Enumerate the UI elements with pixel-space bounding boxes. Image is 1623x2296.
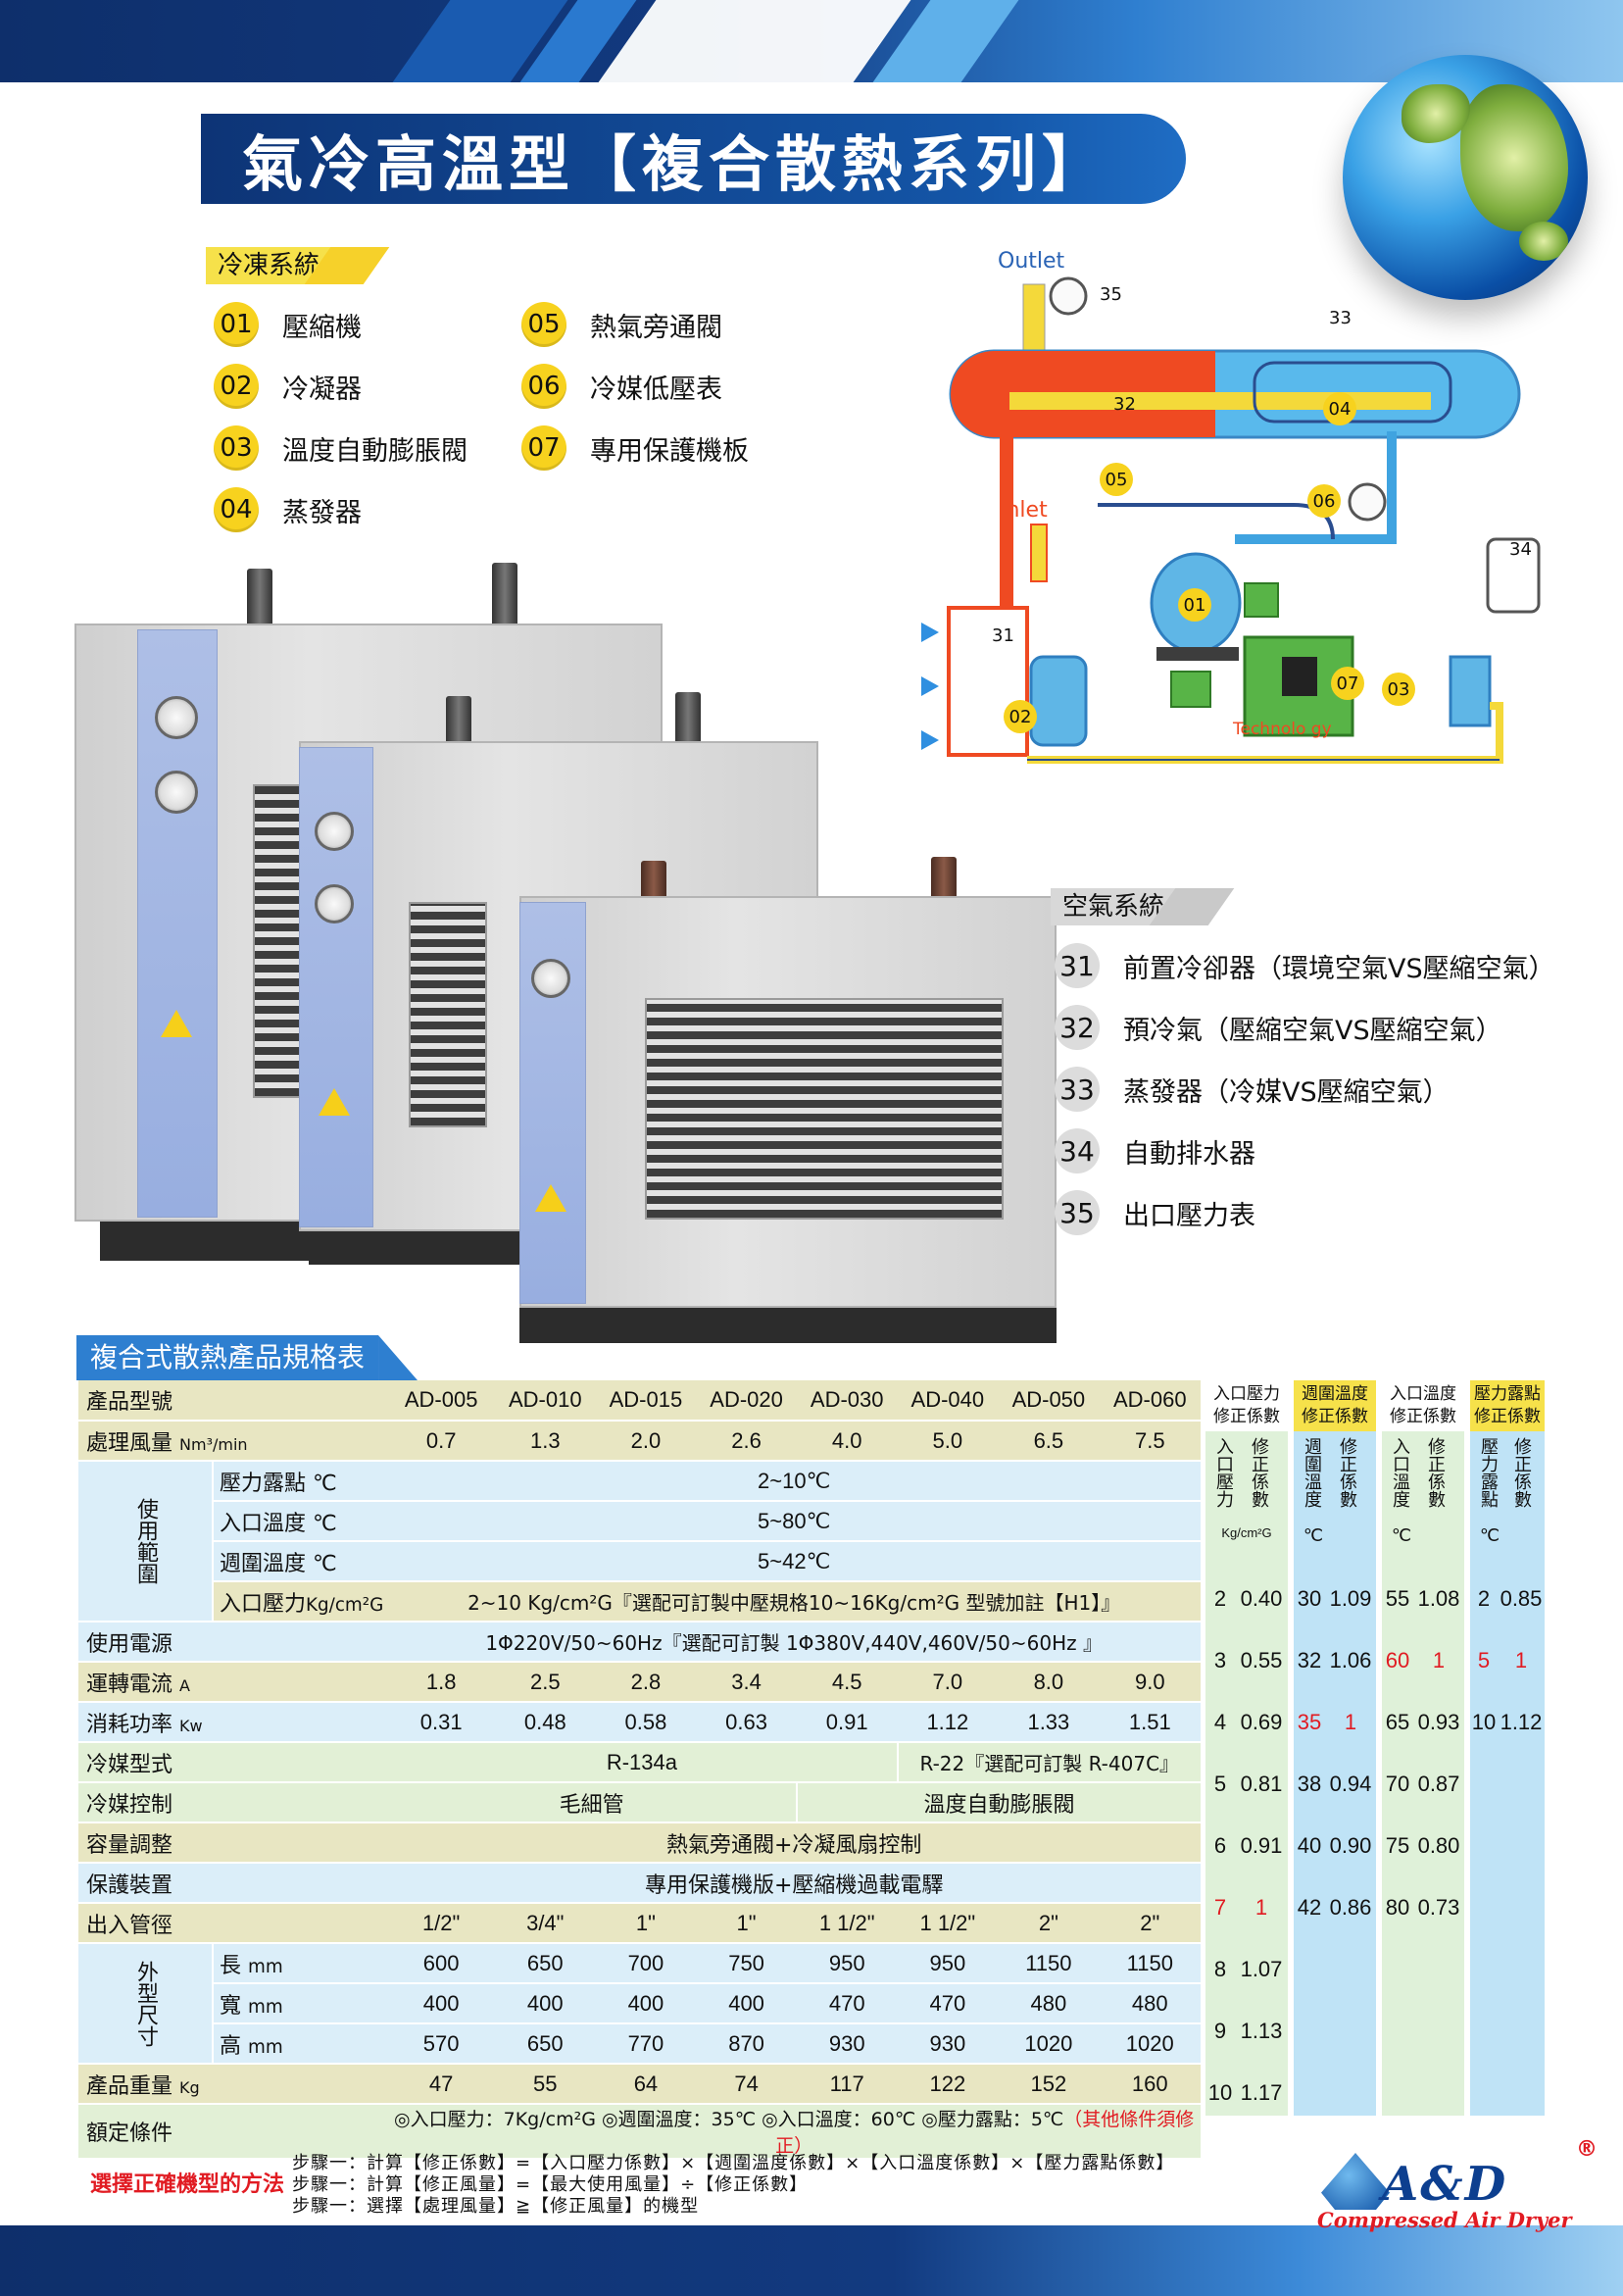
spec-table-heading: 複合式散熱產品規格表 [76,1335,418,1380]
technology-label: Technolo gy [1233,720,1332,739]
tag-34: 34 [1509,539,1532,560]
inlet-temp-correction-column: 入口溫度修正係數 入口溫度 修正係數 ℃ [1382,1380,1464,2116]
bottom-banner [0,2225,1623,2296]
page-title: 氣冷高溫型【複合散熱系列】 [242,128,1109,200]
tag-35: 35 [1100,284,1122,305]
tag-04: 04 [1323,392,1356,425]
dimension-label: 外型尺寸 [78,1943,214,2065]
use-range-label: 使用範圍 [78,1461,214,1622]
brand-logo: A&D Compressed Air Dryer ® [1317,2137,1598,2232]
outlet-label: Outlet [998,249,1065,274]
freon-item: 01 壓縮機 [214,302,362,347]
table-row: 週圍溫度 ℃ 5~42℃ [78,1541,1201,1582]
table-row: 額定條件 ◎入口壓力：7Kg/cm²G ◎週圍溫度：35℃ ◎入口溫度：60℃ … [78,2104,1201,2160]
product-photo [59,563,1057,1343]
freon-item: 02 冷凝器 [214,364,362,409]
method-step: 步驟一：計算【修正係數】=【入口壓力係數】×【週圍溫度係數】×【入口溫度係數】×… [292,2153,1175,2173]
globe-image [1343,55,1588,300]
freon-item: 04 蒸發器 [214,487,362,532]
tag-33: 33 [1329,308,1352,328]
table-row: 冷媒型式 R-134a R-22『選配可訂製 R-407C』 [78,1742,1201,1783]
inlet-label: Inlet [1000,498,1048,523]
freon-item: 06 冷媒低壓表 [521,364,722,409]
air-item: 35 出口壓力表 [1055,1190,1255,1235]
page-title-bar: 氣冷高溫型【複合散熱系列】 [201,114,1186,204]
droplet-icon [1321,2153,1390,2210]
tag-31: 31 [992,625,1014,646]
table-row: 保護裝置 專用保護機版+壓縮機過載電驛 [78,1863,1201,1904]
table-row: 冷媒控制 毛細管 溫度自動膨脹閥 [78,1782,1201,1823]
dew-correction-column: 壓力露點修正係數 壓力露點 修正係數 ℃ [1470,1380,1545,2116]
table-row: 入口壓力Kg/cm²G 2~10 Kg/cm²G『選配可訂製中壓規格10~16K… [78,1581,1201,1622]
air-item: 31 前置冷卻器（環境空氣VS壓縮空氣） [1055,943,1555,988]
table-row: 出入管徑 1/2"3/4" 1"1" 1 1/2"1 1/2" 2"2" [78,1903,1201,1944]
tag-07: 07 [1331,667,1364,700]
tag-01: 01 [1178,588,1211,622]
freon-item: 03 溫度自動膨脹閥 [214,425,467,471]
freon-section-heading: 冷凍系統 [206,247,390,284]
tag-03: 03 [1382,673,1415,706]
table-row: 使用範圍 壓力露點 ℃ 2~10℃ [78,1461,1201,1622]
freon-item: 05 熱氣旁通閥 [521,302,722,347]
air-item: 32 預冷氣（壓縮空氣VS壓縮空氣） [1055,1005,1502,1050]
freon-item: 07 專用保護機板 [521,425,749,471]
top-banner [0,0,1623,82]
tag-05: 05 [1100,463,1133,496]
table-row: 入口溫度 ℃ 5~80℃ [78,1501,1201,1542]
method-step: 步驟一：選擇【處理風量】≧【修正風量】的機型 [292,2196,700,2217]
tag-02: 02 [1004,700,1037,733]
ambient-correction-column: 週圍溫度修正係數 週圍溫度 修正係數 ℃ [1294,1380,1376,2116]
tag-06: 06 [1307,484,1341,518]
tag-32: 32 [1113,394,1136,415]
method-label: 選擇正確機型的方法 [90,2172,285,2197]
air-item: 33 蒸發器（冷媒VS壓縮空氣） [1055,1067,1450,1112]
pressure-correction-column: 入口壓力修正係數 入口壓力 修正係數 Kg/cm²G [1205,1380,1288,2116]
method-step: 步驟一：計算【修正風量】=【最大使用風量】÷【修正係數】 [292,2174,809,2195]
table-row: 使用電源 1Φ220V/50~60Hz『選配可訂製 1Φ380V,440V,46… [78,1622,1201,1663]
table-row: 容量調整 熱氣旁通閥+冷凝風扇控制 [78,1822,1201,1864]
air-section-heading: 空氣系統 [1051,888,1235,925]
correction-factor-panel: 入口壓力修正係數 入口壓力 修正係數 Kg/cm²G 週圍溫度修正係數 週圍溫度… [1205,1380,1545,2116]
flow-schematic: Outlet Inlet Technolo gy 31 32 33 34 35 … [921,245,1549,794]
air-item: 34 自動排水器 [1055,1128,1255,1173]
schematic-drawing [921,276,1541,764]
